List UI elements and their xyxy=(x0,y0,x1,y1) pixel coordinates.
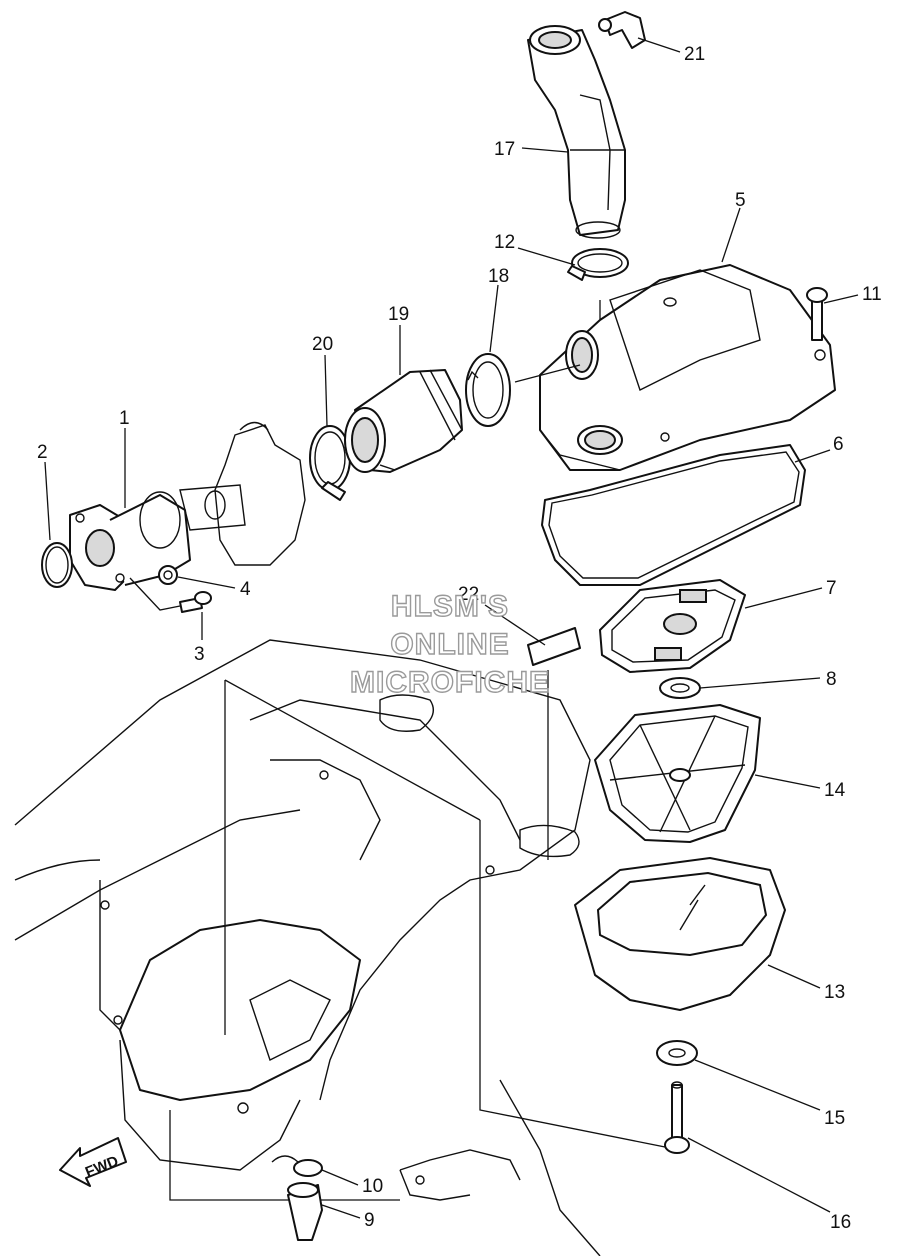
callout-4: 4 xyxy=(240,579,251,600)
callout-6: 6 xyxy=(833,434,844,455)
callout-14: 14 xyxy=(824,780,846,801)
element-cage-14 xyxy=(594,704,761,843)
forward-arrow-icon: FWD xyxy=(59,1137,127,1187)
bolt-16 xyxy=(664,1081,690,1154)
nut-4 xyxy=(158,565,178,585)
watermark-line-3: MICROFICHE xyxy=(350,666,550,699)
callout-22: 22 xyxy=(458,584,479,605)
air-filter-case xyxy=(539,264,836,471)
callout-21: 21 xyxy=(684,44,705,65)
drain-plug-9 xyxy=(287,1182,323,1241)
callout-9: 9 xyxy=(364,1210,375,1231)
callout-16: 16 xyxy=(830,1212,851,1233)
gasket-6-inner xyxy=(548,451,800,579)
clamp-12 xyxy=(567,248,629,281)
element-screen-7 xyxy=(599,579,746,673)
clamp-20 xyxy=(309,425,351,501)
callout-20: 20 xyxy=(312,334,333,355)
watermark-line-2: ONLINE xyxy=(390,628,509,661)
carburetor-outline xyxy=(179,421,306,566)
joint-ring-18 xyxy=(465,353,511,427)
grommet-15 xyxy=(656,1040,698,1066)
gasket-6 xyxy=(541,444,806,586)
breather-21 xyxy=(598,11,646,49)
callout-1: 1 xyxy=(119,408,130,429)
watermark: HLSM'S ONLINE MICROFICHE xyxy=(349,589,550,699)
o-ring xyxy=(41,542,73,588)
intake-duct-17 xyxy=(527,25,626,239)
o-ring-inner xyxy=(45,546,69,584)
washer-8 xyxy=(659,677,701,699)
screw-11 xyxy=(806,287,828,341)
element-13 xyxy=(574,857,786,1011)
bolt-3 xyxy=(179,591,212,613)
callout-3: 3 xyxy=(194,644,205,665)
intake-joint-19 xyxy=(344,369,463,473)
callout-12: 12 xyxy=(494,232,515,253)
leader-lines xyxy=(44,37,859,1219)
callout-17: 17 xyxy=(494,139,515,160)
watermark-line-1: HLSM'S xyxy=(391,590,509,623)
label-22 xyxy=(527,627,581,666)
callout-19: 19 xyxy=(388,304,409,325)
callout-labels: 1 2 3 4 5 6 7 8 9 10 11 12 13 14 15 16 1… xyxy=(37,44,882,1233)
callout-11: 11 xyxy=(862,284,882,305)
frame-body xyxy=(14,639,601,1256)
callout-15: 15 xyxy=(824,1108,845,1129)
callout-18: 18 xyxy=(488,266,509,287)
callout-5: 5 xyxy=(735,190,746,211)
clip-10 xyxy=(271,1155,323,1177)
callout-10: 10 xyxy=(362,1176,383,1197)
callout-8: 8 xyxy=(826,669,837,690)
callout-2: 2 xyxy=(37,442,48,463)
callout-7: 7 xyxy=(826,578,837,599)
callout-13: 13 xyxy=(824,982,845,1003)
